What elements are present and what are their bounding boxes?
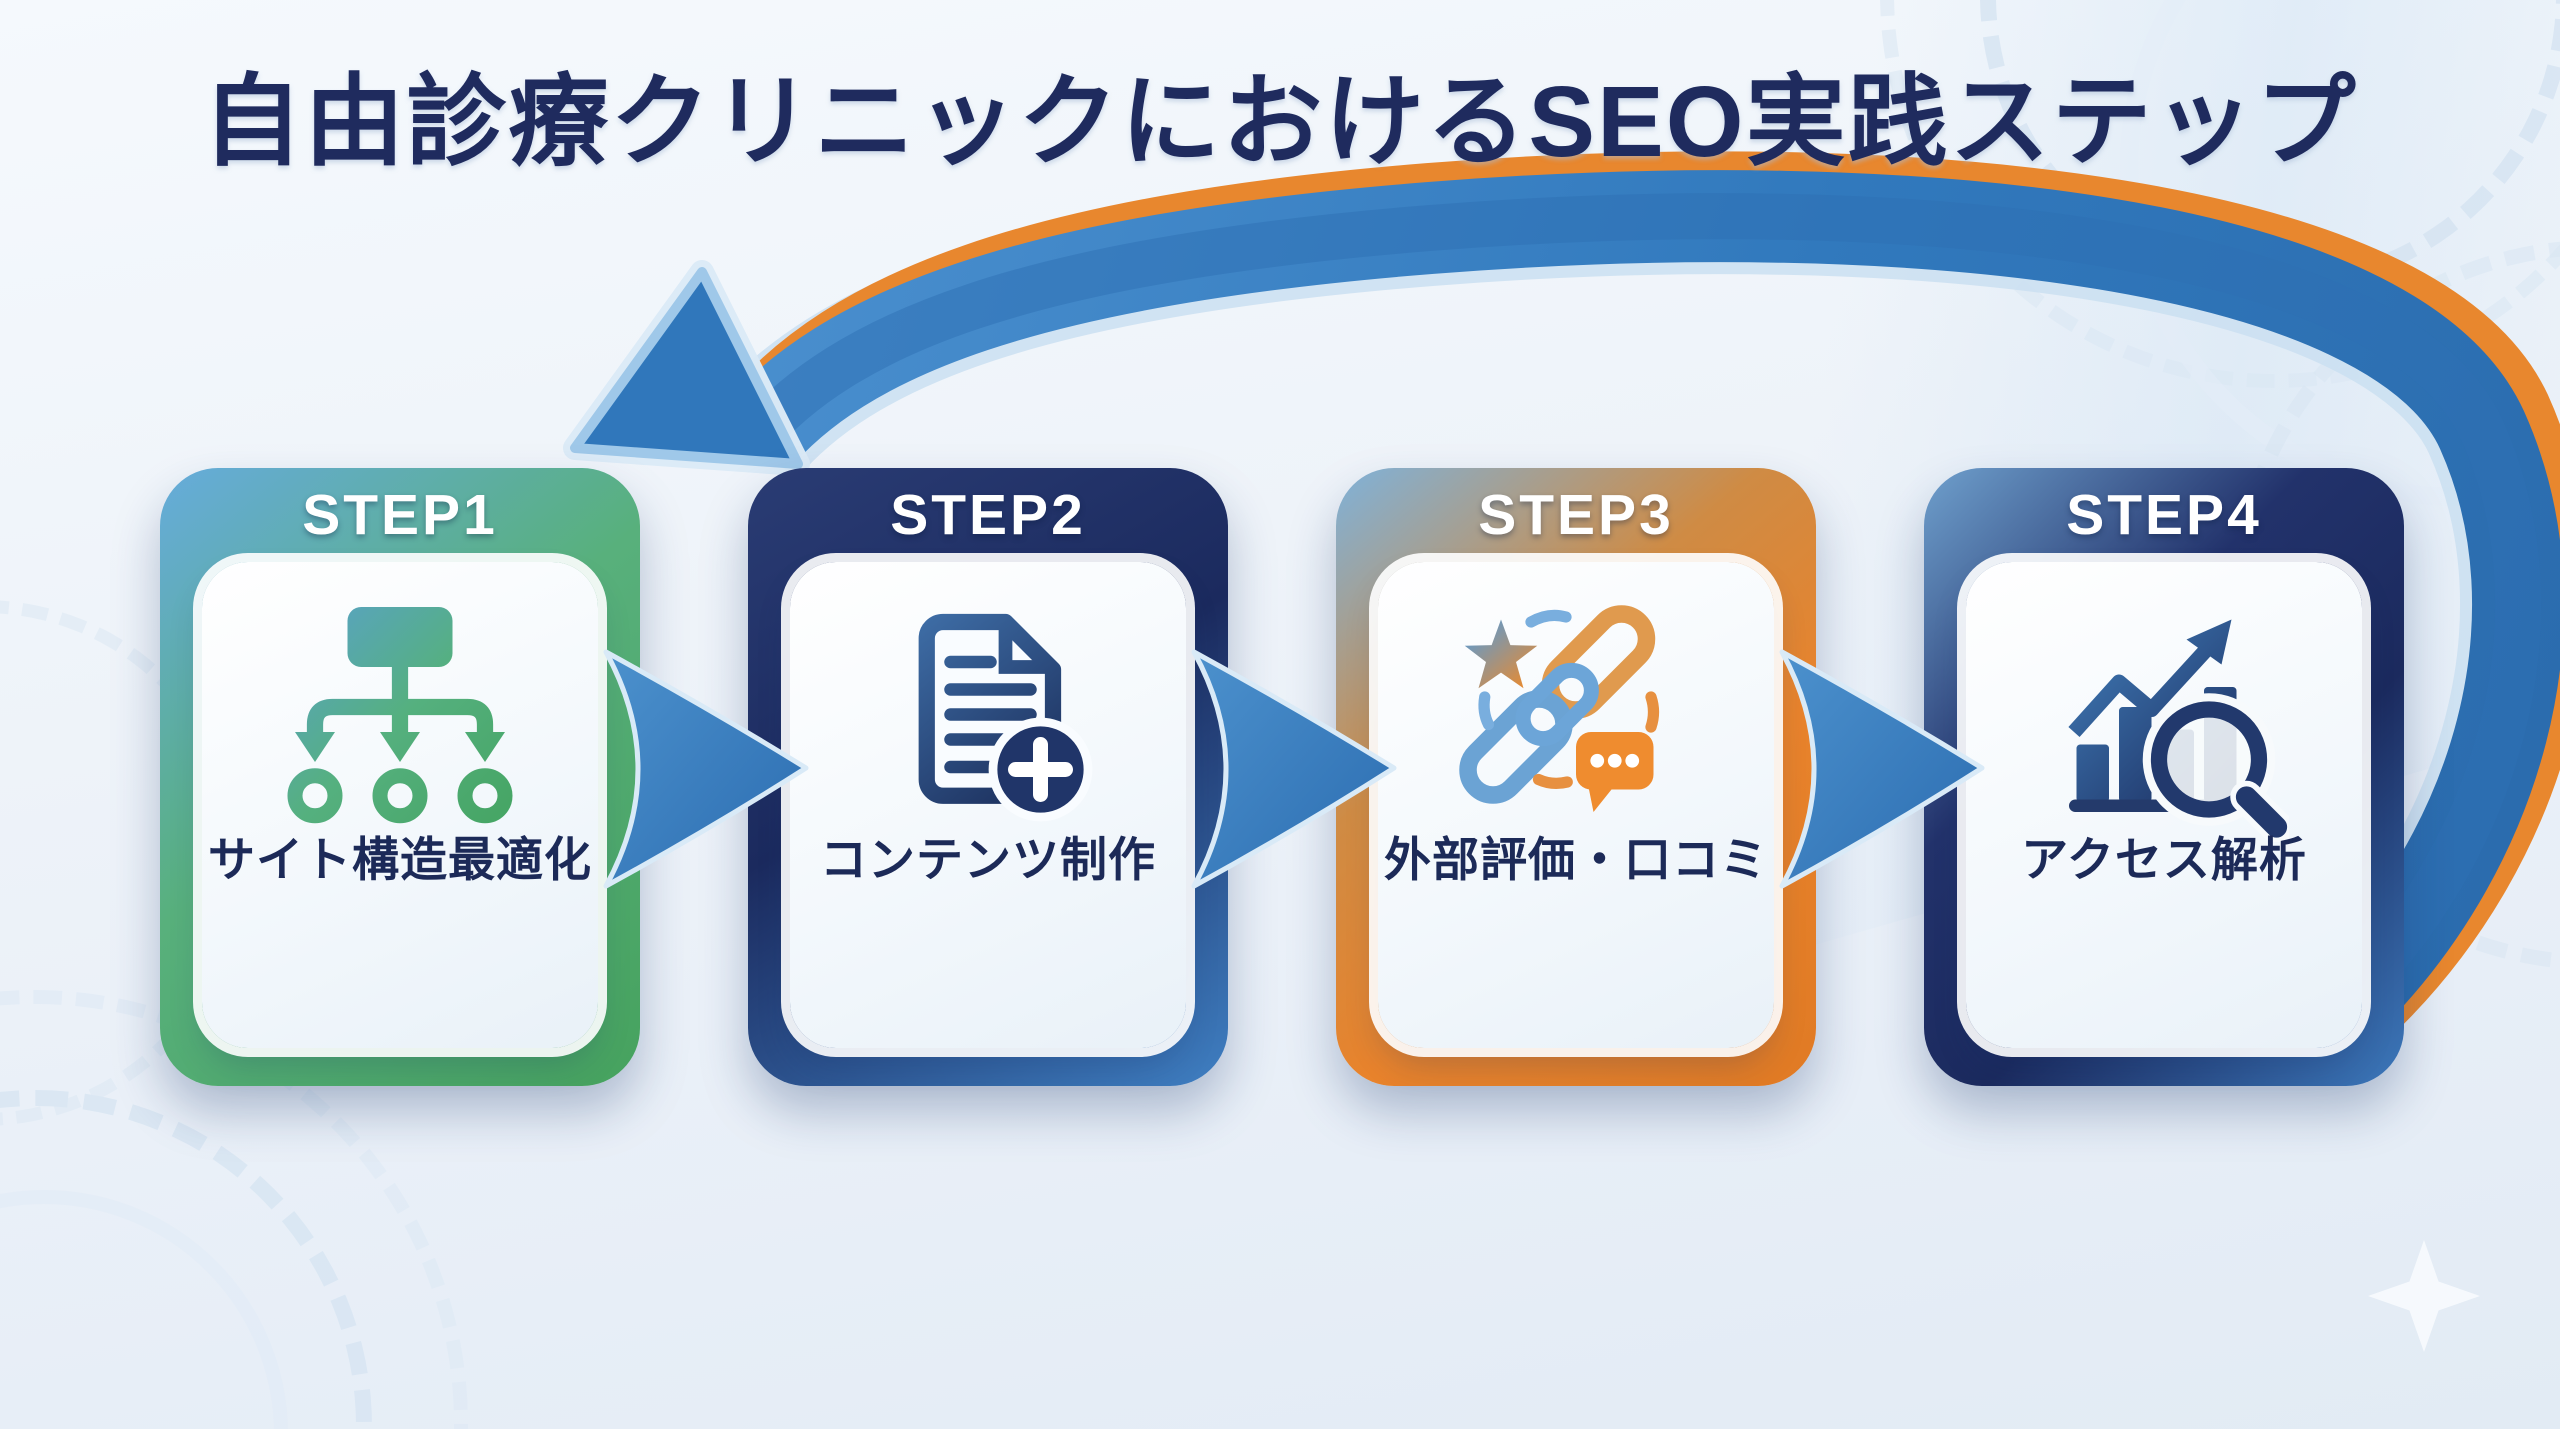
step-2-label: STEP2 bbox=[890, 483, 1086, 547]
step-3-caption: 外部評価・口コミ bbox=[1384, 833, 1768, 886]
cycle-arrowhead bbox=[570, 267, 803, 469]
star-link-review-icon bbox=[1451, 592, 1701, 847]
document-plus-icon bbox=[863, 592, 1113, 847]
step-4-panel: アクセス解析 bbox=[1966, 562, 2362, 1048]
step-4-caption: アクセス解析 bbox=[2021, 833, 2307, 886]
step-card-4: STEP4 bbox=[1924, 468, 2404, 1086]
step-3-panel: 外部評価・口コミ bbox=[1378, 562, 1774, 1048]
page-title: 自由診療クリニックにおけるSEO実践ステップ bbox=[202, 66, 2358, 178]
sitemap-icon bbox=[275, 592, 525, 847]
flow-arrow-1 bbox=[596, 646, 816, 892]
step-card-3: STEP3 bbox=[1336, 468, 1816, 1086]
step-card-1: STEP1 bbox=[160, 468, 640, 1086]
flow-arrow-2 bbox=[1184, 646, 1404, 892]
step-2-panel: コンテンツ制作 bbox=[790, 562, 1186, 1048]
chart-magnifier-icon bbox=[2039, 592, 2293, 847]
step-3-label: STEP3 bbox=[1478, 483, 1674, 547]
step-1-panel: サイト構造最適化 bbox=[202, 562, 598, 1048]
step-4-label: STEP4 bbox=[2066, 483, 2262, 547]
step-1-label: STEP1 bbox=[302, 483, 498, 547]
step-2-caption: コンテンツ制作 bbox=[820, 833, 1156, 886]
step-1-caption: サイト構造最適化 bbox=[208, 833, 592, 886]
step-card-2: STEP2 bbox=[748, 468, 1228, 1086]
flow-arrow-3 bbox=[1772, 646, 1992, 892]
